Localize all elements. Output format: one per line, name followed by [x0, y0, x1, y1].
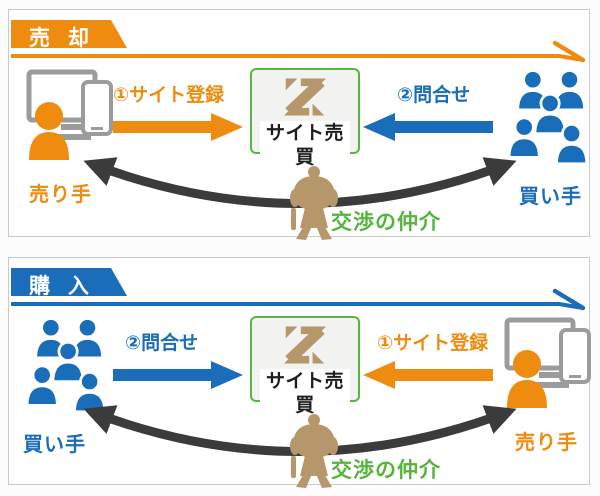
- inquiry-arrow-left-icon: [363, 113, 493, 141]
- sell-tab-title: 売 却: [29, 27, 95, 50]
- z-logo-icon: [279, 323, 331, 367]
- buy-flow-panel: 購 入 買い手 ②問合せ サイト売買 ①サイト登録 売り手 交渉の仲介: [8, 257, 590, 488]
- sell-flow-panel: 売 却 売り手 ①サイト登録 サイト売買 ②問合せ 買い手 交渉の仲介: [8, 9, 590, 240]
- seller-label: 売り手: [29, 184, 92, 206]
- inquiry-arrow-right-icon: [113, 361, 243, 389]
- inquiry-step-label: ②問合せ: [125, 333, 199, 354]
- site-register-step-label: ①サイト登録: [113, 85, 225, 106]
- site-register-step-label: ①サイト登録: [377, 333, 489, 354]
- buy-header-tab-and-arrow-line: [11, 268, 586, 311]
- negotiation-mediation-label: 交渉の仲介: [331, 459, 441, 482]
- register-arrow-left-icon: [363, 361, 493, 389]
- sell-header-tab-and-arrow-line: [11, 20, 586, 63]
- inquiry-step-label: ②問合せ: [397, 85, 471, 106]
- buyer-label: 買い手: [519, 186, 582, 208]
- buyer-label: 買い手: [23, 434, 86, 456]
- negotiation-mediation-label: 交渉の仲介: [331, 211, 441, 234]
- register-arrow-right-icon: [113, 113, 243, 141]
- z-logo-icon: [279, 75, 331, 119]
- site-trade-service-box: サイト売買: [250, 68, 360, 171]
- site-trade-service-box: サイト売買: [250, 316, 360, 419]
- seller-label: 売り手: [515, 432, 578, 454]
- buy-tab-title: 購 入: [29, 275, 95, 298]
